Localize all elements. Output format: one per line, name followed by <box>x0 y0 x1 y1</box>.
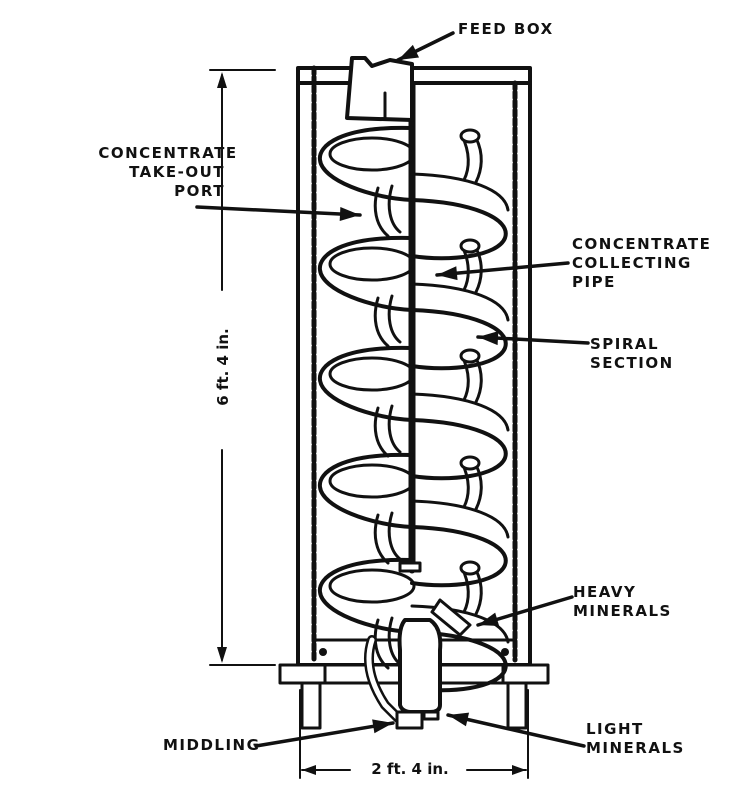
arrow-spiral-section <box>476 331 590 346</box>
spiral-turn <box>317 557 510 693</box>
arrow-heavy-minerals <box>476 595 574 627</box>
label-line: CONCENTRATE <box>572 235 712 253</box>
label-middling: MIDDLING <box>163 736 261 754</box>
label-line: SECTION <box>590 354 674 372</box>
spiral-turn <box>317 125 510 261</box>
label-line: PIPE <box>572 273 616 291</box>
arrow-light-minerals <box>446 712 586 748</box>
feed-box <box>345 56 414 122</box>
label-line: PORT <box>174 182 225 200</box>
leader-arrows <box>195 31 590 748</box>
label-light-minerals: LIGHT MINERALS <box>586 720 685 758</box>
height-dimension-line <box>209 69 276 666</box>
label-line: HEAVY <box>573 583 637 601</box>
arrow-feed-box <box>396 31 455 62</box>
label-line: TAKE-OUT <box>129 163 225 181</box>
label-spiral-section: SPIRAL SECTION <box>590 335 674 373</box>
arrow-concentrate-collecting-pipe <box>435 261 570 281</box>
arrow-concentrate-takeout-port <box>195 205 362 222</box>
label-heavy-minerals: HEAVY MINERALS <box>573 583 672 621</box>
dimension-height: 6 ft. 4 in. <box>214 319 232 415</box>
bottom-collector <box>364 561 472 730</box>
label-line: MINERALS <box>573 602 672 620</box>
label-line: CONCENTRATE <box>98 144 238 162</box>
spiral-turn <box>317 235 510 371</box>
label-feed-box: FEED BOX <box>458 20 554 38</box>
label-concentrate-takeout-port: CONCENTRATE TAKE-OUT PORT <box>93 144 243 201</box>
arrow-middling <box>254 719 395 748</box>
label-line: LIGHT <box>586 720 644 738</box>
label-line: MINERALS <box>586 739 685 757</box>
label-concentrate-collecting-pipe: CONCENTRATE COLLECTING PIPE <box>572 235 711 292</box>
spiral-turn <box>317 452 510 588</box>
spiral-section <box>317 125 510 693</box>
label-line: SPIRAL <box>590 335 660 353</box>
dimension-width: 2 ft. 4 in. <box>355 760 465 778</box>
spiral-turn <box>317 345 510 481</box>
label-line: COLLECTING <box>572 254 692 272</box>
